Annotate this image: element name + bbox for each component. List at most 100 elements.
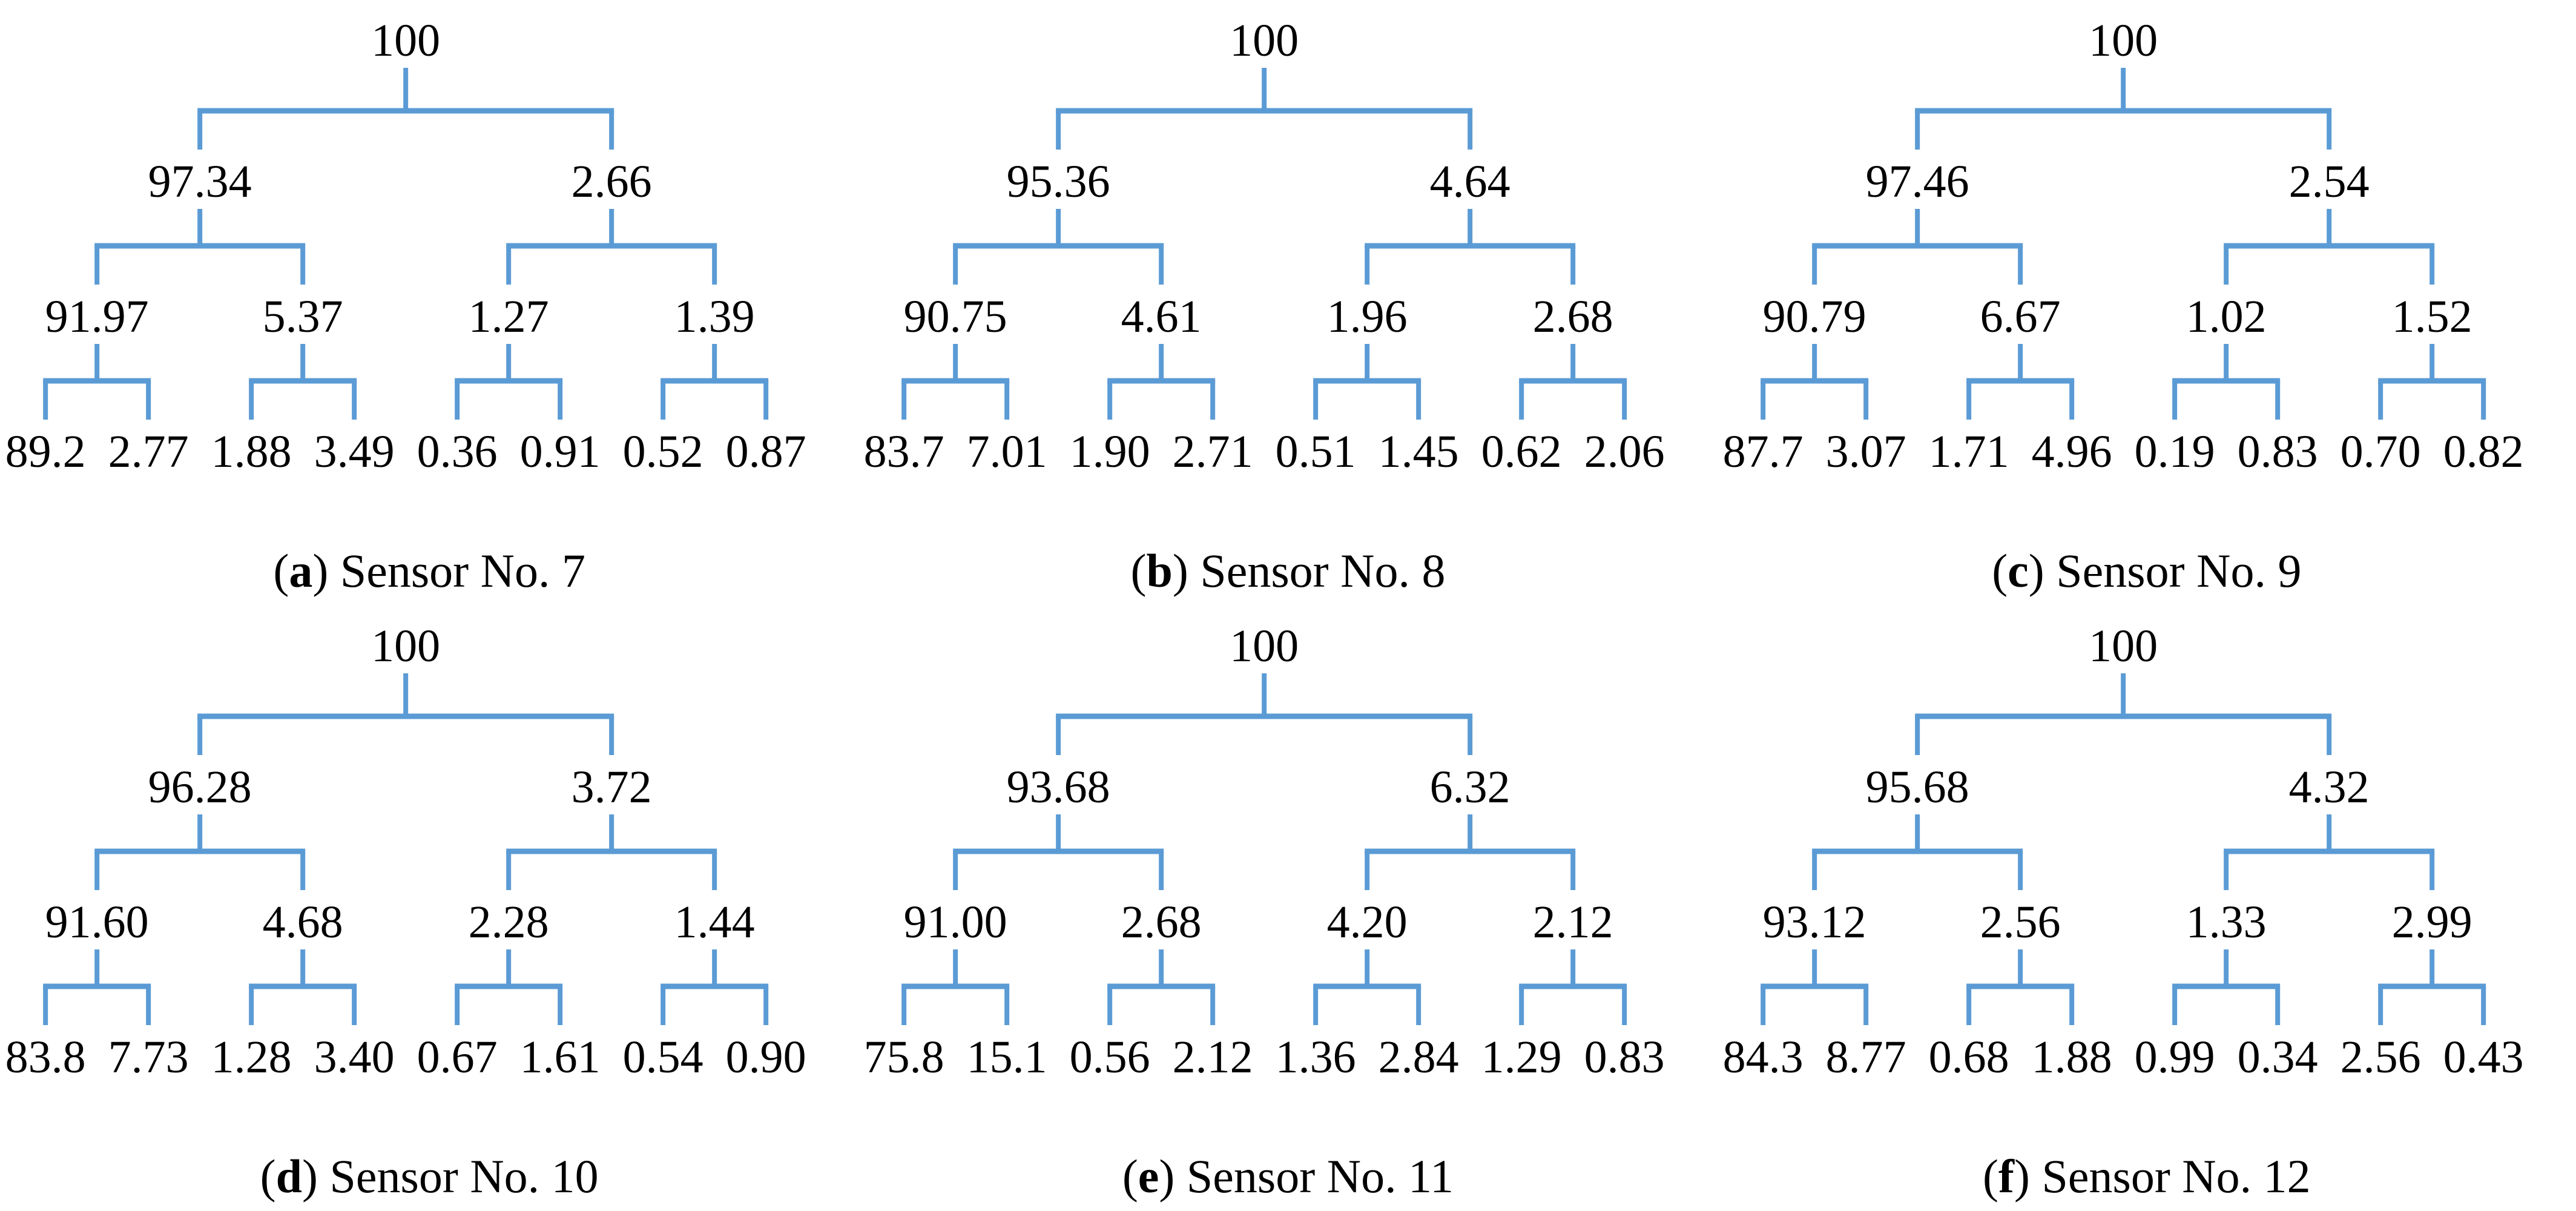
tree-node-value: 91.60 [45,897,149,948]
tree-node-value: 4.96 [2031,426,2112,477]
tree-node-value: 6.67 [1980,291,2060,342]
tree-node-value: 97.46 [1865,156,1969,207]
tree-node-value: 0.70 [2340,426,2420,477]
tree-node-value: 2.71 [1173,426,1253,477]
tree-node-value: 4.68 [263,897,343,948]
panel-caption-b: (b) Sensor No. 8 [858,544,1717,598]
tree-node-value: 0.62 [1481,426,1562,477]
tree-node-value: 1.02 [2186,291,2266,342]
caption-paren-open: ( [1122,1150,1138,1203]
caption-letter: e [1138,1150,1159,1203]
tree-node-value: 96.28 [148,762,252,813]
tree-node-value: 0.83 [1584,1032,1665,1083]
tree-node-value: 2.68 [1121,897,1202,948]
caption-title: Sensor No. 12 [2029,1150,2311,1203]
tree-node-value: 93.68 [1007,762,1110,813]
tree-node-value: 90.75 [904,291,1007,342]
tree-node-value: 2.84 [1379,1032,1459,1083]
tree-node-value: 1.61 [520,1032,601,1083]
tree-node-value: 100 [371,15,440,66]
panel-caption-a: (a) Sensor No. 7 [0,544,858,598]
tree-node-value: 83.8 [5,1032,86,1083]
caption-paren-close: ) [2028,544,2044,597]
caption-letter: a [289,544,313,597]
tree-node-value: 7.01 [967,426,1047,477]
tree-node-value: 1.52 [2391,291,2472,342]
tree-node-value: 0.19 [2134,426,2215,477]
tree-node-value: 4.61 [1121,291,1202,342]
tree-node-value: 8.77 [1825,1032,1906,1083]
caption-paren-open: ( [273,544,289,597]
tree-node-value: 3.49 [314,426,395,477]
tree-node-value: 1.44 [674,897,755,948]
tree-node-value: 83.7 [864,426,944,477]
tree-node-value: 0.67 [417,1032,498,1083]
tree-node-value: 2.06 [1584,426,1665,477]
tree-node-value: 100 [2089,15,2158,66]
caption-title: Sensor No. 11 [1174,1150,1454,1203]
tree-node-value: 4.32 [2288,762,2369,813]
panel-caption-d: (d) Sensor No. 10 [0,1149,858,1204]
caption-paren-open: ( [1992,544,2008,597]
caption-paren-close: ) [2014,1150,2030,1203]
tree-node-value: 97.34 [148,156,252,207]
caption-paren-close: ) [302,1150,318,1203]
caption-title: Sensor No. 9 [2044,544,2302,597]
tree-node-value: 2.12 [1173,1032,1253,1083]
tree-node-value: 1.33 [2186,897,2266,948]
tree-node-value: 0.82 [2443,426,2523,477]
tree-node-value: 3.07 [1825,426,1906,477]
tree-node-value: 4.64 [1430,156,1510,207]
caption-title: Sensor No. 7 [328,544,585,597]
tree-node-value: 2.28 [469,897,549,948]
tree-node-value: 1.29 [1481,1032,1562,1083]
tree-node-value: 6.32 [1430,762,1510,813]
tree-node-value: 3.72 [572,762,652,813]
tree-node-value: 0.36 [417,426,498,477]
tree-node-value: 5.37 [263,291,343,342]
tree-node-value: 0.90 [726,1032,806,1083]
tree-node-value: 2.77 [108,426,189,477]
tree-node-value: 15.1 [967,1032,1047,1083]
panel-caption-f: (f) Sensor No. 12 [1718,1149,2576,1204]
tree-node-value: 100 [1230,621,1299,671]
tree-node-value: 2.56 [1980,897,2060,948]
caption-title: Sensor No. 8 [1188,544,1446,597]
caption-paren-close: ) [1172,544,1188,597]
tree-node-value: 2.54 [2288,156,2369,207]
tree-node-value: 1.39 [674,291,755,342]
tree-node-value: 0.43 [2443,1032,2523,1083]
tree-node-value: 84.3 [1722,1032,1803,1083]
tree-node-value: 91.00 [904,897,1007,948]
caption-letter: d [275,1150,303,1203]
caption-paren-close: ) [312,544,329,597]
panel-caption-c: (c) Sensor No. 9 [1718,544,2576,598]
tree-node-value: 1.36 [1276,1032,1356,1083]
tree-node-value: 0.51 [1276,426,1356,477]
tree-node-value: 1.27 [469,291,549,342]
tree-node-value: 2.56 [2340,1032,2420,1083]
tree-node-value: 0.52 [623,426,703,477]
tree-node-value: 1.96 [1327,291,1408,342]
panel-caption-e: (e) Sensor No. 11 [858,1149,1717,1204]
tree-node-value: 90.79 [1762,291,1866,342]
tree-node-value: 1.90 [1070,426,1150,477]
tree-node-value: 2.99 [2391,897,2472,948]
tree-node-value: 0.91 [520,426,601,477]
caption-paren-open: ( [1983,1150,1998,1203]
tree-node-value: 0.34 [2237,1032,2317,1083]
caption-letter: b [1146,544,1173,597]
caption-title: Sensor No. 10 [318,1150,599,1203]
tree-node-value: 2.66 [572,156,652,207]
